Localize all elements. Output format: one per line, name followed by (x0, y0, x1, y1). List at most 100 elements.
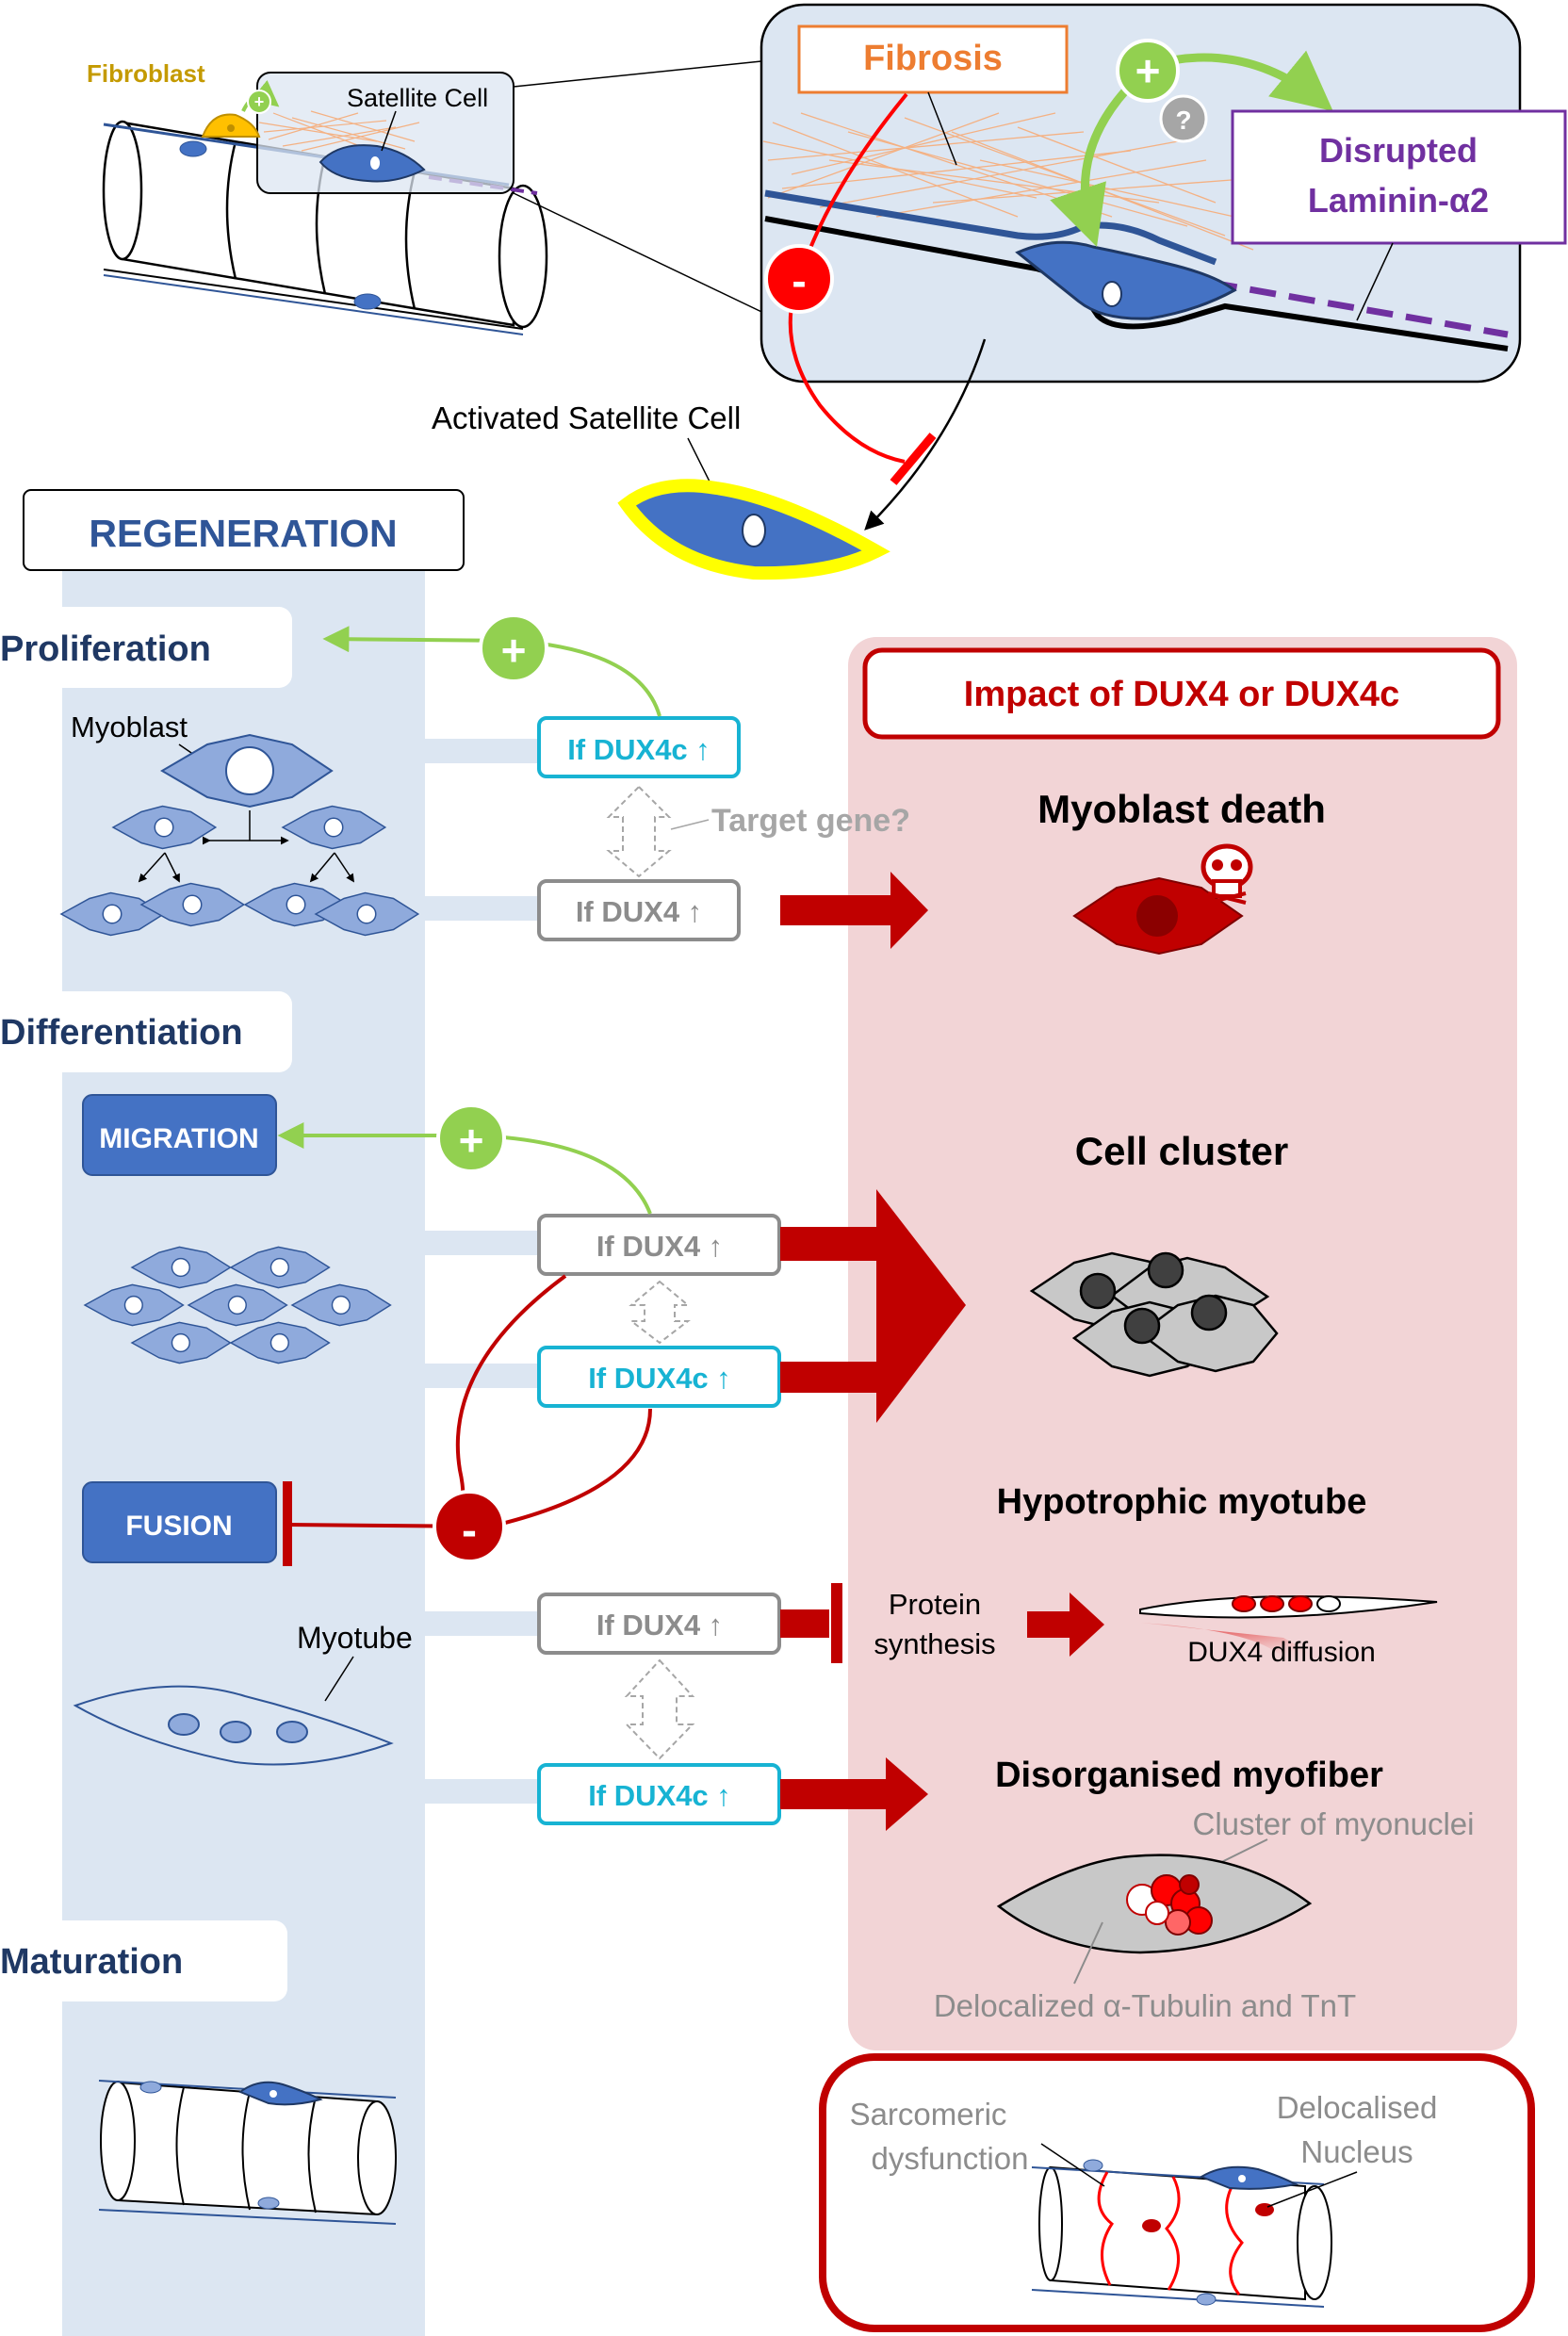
delocalised-pointer (1266, 2171, 1358, 2208)
delocalized-pointer (1073, 1921, 1103, 1985)
hypotrophic-myotube-illustration (1139, 1595, 1438, 1674)
satellite-cell-small (318, 144, 426, 183)
condition-dux4-2 (537, 1214, 781, 1276)
inhibition-bar-top (890, 433, 937, 485)
hypotrophic-myotube-label: Hypotrophic myotube (997, 1482, 1367, 1522)
protein-label-line1: Protein (889, 1588, 981, 1621)
myotube-label: Myotube (297, 1621, 413, 1655)
disrupted-laminin-box (1231, 109, 1567, 245)
fibrosis-pointer (927, 91, 957, 166)
svg-text:?: ? (1175, 106, 1191, 135)
differentiation-label-box (0, 991, 292, 1072)
myotube-pointer (324, 1656, 354, 1702)
condition-dux4c-2-label: If DUX4c ↑ (588, 1362, 731, 1395)
svg-text:+: + (254, 92, 265, 111)
mature-muscle-fiber (98, 2080, 397, 2225)
dying-myoblast (1072, 876, 1244, 956)
condition-dux4c-3-label: If DUX4c ↑ (588, 1779, 731, 1812)
cell-cluster-illustration (1029, 1251, 1279, 1378)
proliferating-myoblasts (60, 733, 419, 937)
fusion-box (82, 1481, 277, 1563)
activated-satellite-label: Activated Satellite Cell (432, 400, 741, 435)
plus-circle-icon: + (479, 613, 548, 683)
arrow-to-myoblast-death (780, 872, 928, 949)
impact-title: Impact of DUX4 or DUX4c (964, 675, 1399, 714)
condition-dux4-2-label: If DUX4 ↑ (596, 1230, 723, 1263)
condition-dux4c-3 (537, 1763, 781, 1825)
fibrosis-fibers-small (258, 110, 420, 152)
condition-dux4c-2 (537, 1346, 781, 1408)
condition-dux4-1-label: If DUX4 ↑ (576, 895, 702, 928)
delocalised-label-line2: Nucleus (1300, 2134, 1413, 2169)
fibrosis-inhibition-line (788, 92, 908, 464)
dux4-diffusion-label: DUX4 diffusion (1187, 1637, 1376, 1668)
arrow-to-disorganised (780, 1757, 928, 1831)
disrupted-pointer (1356, 242, 1394, 321)
plus-circle-icon: + (1116, 39, 1180, 103)
target-gene-pointer (670, 819, 710, 830)
maturation-label-box (0, 1920, 287, 2001)
target-gene-label: Target gene? (711, 803, 910, 839)
proliferation-label-box (0, 607, 292, 688)
disorganised-myofiber-label: Disorganised myofiber (995, 1756, 1383, 1795)
minus-circle-icon: - (764, 244, 834, 314)
proliferation-label: Proliferation (0, 629, 211, 669)
myoblast-death-label: Myoblast death (1037, 787, 1326, 831)
plus-circle-icon: + (436, 1103, 506, 1173)
disrupted-label-line2: Laminin-α2 (1308, 181, 1489, 220)
activation-arrow (864, 338, 987, 531)
arrow-to-protein-synthesis (780, 1609, 829, 1638)
satellite-cell-large (1015, 240, 1237, 320)
plus-circle-icon: + (247, 90, 271, 114)
sarcomeric-pointer (1040, 2143, 1105, 2187)
sarcomeric-label-line2: dysfunction (872, 2141, 1029, 2176)
condition-dux4c-1 (537, 716, 741, 778)
condition-dux4-1 (537, 879, 741, 941)
maturation-label: Maturation (0, 1942, 183, 1982)
condition-dux4-3 (537, 1593, 781, 1655)
migration-label: MIGRATION (99, 1123, 258, 1154)
activated-satellite-cell (617, 479, 890, 580)
disrupted-label-line1: Disrupted (1319, 131, 1478, 170)
zoom-line-top (513, 60, 762, 88)
differentiation-label: Differentiation (0, 1013, 243, 1053)
disorganised-myofiber-illustration (996, 1854, 1313, 1954)
myoblast-label: Myoblast (71, 711, 188, 743)
condition-dux4-3-label: If DUX4 ↑ (596, 1609, 723, 1642)
fibrosis-label: Fibrosis (863, 39, 1003, 78)
stage-connector-stripes (425, 739, 538, 1804)
question-circle-icon: ? (1159, 94, 1208, 143)
regeneration-title-box (23, 489, 465, 571)
fusion-label: FUSION (125, 1511, 232, 1542)
satellite-pointer (381, 110, 397, 152)
satellite-cell-label: Satellite Cell (347, 84, 488, 112)
regeneration-title: REGENERATION (89, 512, 397, 555)
zoom-line-bottom (513, 192, 800, 331)
arrow-to-hypotrophic (1027, 1593, 1104, 1657)
sarcomeric-label-line1: Sarcomeric (850, 2097, 1007, 2132)
delocalised-label-line1: Delocalised (1277, 2090, 1438, 2125)
impact-title-box (862, 647, 1501, 740)
svg-text:+: + (1135, 46, 1161, 95)
svg-text:-: - (462, 1506, 477, 1556)
cluster-myonuclei-label: Cluster of myonuclei (1193, 1806, 1475, 1841)
double-arrow-1 (606, 785, 672, 878)
arrow-to-cell-cluster (780, 1189, 966, 1423)
svg-text:+: + (501, 626, 527, 675)
fibrosis-label-box (797, 25, 1069, 94)
myotube-cell (73, 1685, 394, 1766)
damaged-fiber-illustration (1031, 2159, 1332, 2308)
cell-cluster-label: Cell cluster (1075, 1129, 1288, 1173)
fusion-inhibition-dux4c (286, 1408, 652, 1529)
delocalized-label: Delocalized α-Tubulin and TnT (934, 1988, 1356, 2023)
fibroblast-label: Fibroblast (87, 59, 205, 88)
svg-text:-: - (792, 256, 806, 305)
double-arrow-2 (629, 1280, 691, 1345)
double-arrow-3 (624, 1658, 695, 1760)
condition-dux4c-1-label: If DUX4c ↑ (567, 733, 710, 766)
minus-circle-icon: - (433, 1490, 506, 1563)
svg-text:+: + (459, 1116, 484, 1165)
disrupted-laminin-line (1210, 279, 1509, 338)
green-curved-arrow-down (1050, 76, 1139, 247)
